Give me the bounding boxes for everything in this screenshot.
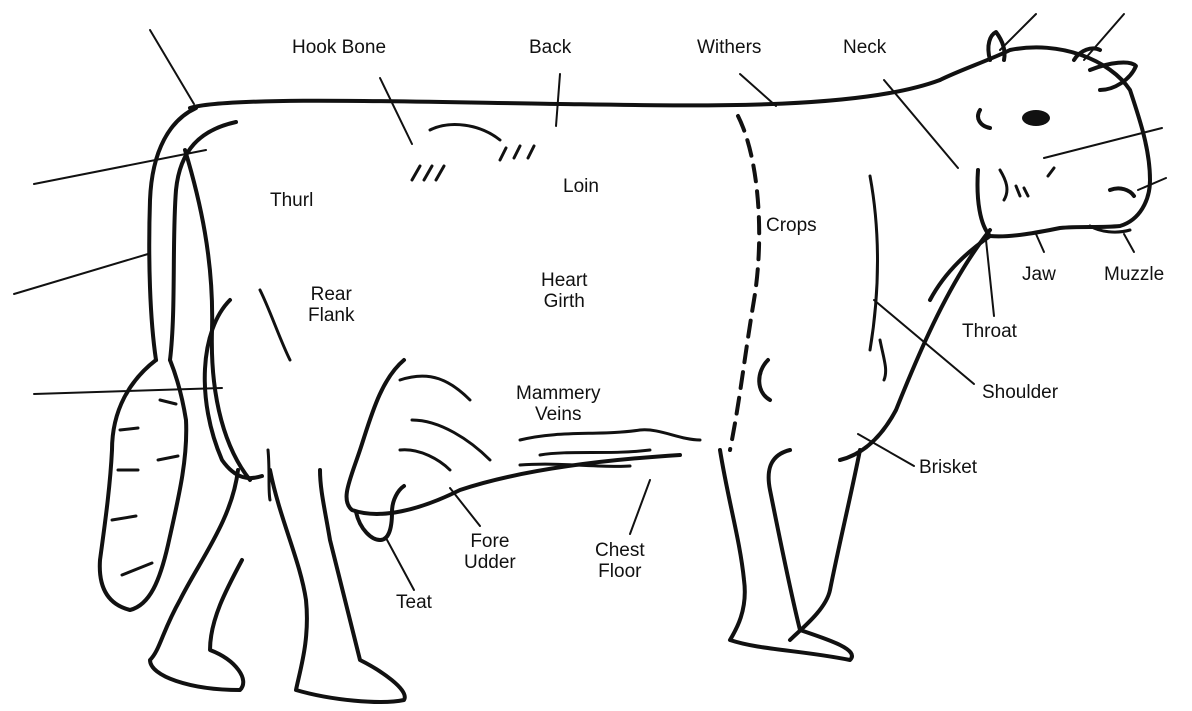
cow-nostril — [1110, 188, 1134, 196]
leader-teat — [386, 538, 414, 590]
leader-withers — [740, 74, 776, 106]
label-fore-udder: Fore Udder — [464, 531, 516, 573]
cow-cheek — [1000, 168, 1054, 200]
leader-brisket — [858, 434, 914, 466]
label-mammery-veins: Mammery Veins — [516, 383, 600, 425]
leader-neck — [884, 80, 958, 168]
cow-neck-front — [930, 236, 990, 300]
leader-horn-1 — [1000, 14, 1036, 50]
leader-tail-2 — [14, 254, 148, 294]
label-thurl: Thurl — [270, 190, 313, 211]
cow-back-outline — [190, 80, 940, 108]
leader-tail-top — [150, 30, 194, 104]
cow-udder-front — [400, 376, 490, 470]
cow-eye-left — [978, 110, 990, 128]
leader-throat — [986, 240, 994, 316]
label-back: Back — [529, 37, 571, 58]
leader-shoulder — [874, 300, 974, 384]
label-rear-flank: Rear Flank — [308, 284, 354, 326]
leader-horn-2 — [1084, 14, 1124, 60]
label-loin: Loin — [563, 176, 599, 197]
cow-chest — [840, 230, 990, 460]
label-neck: Neck — [843, 37, 886, 58]
leader-jaw — [1036, 234, 1044, 252]
leader-hook-bone — [380, 78, 412, 144]
cow-front-leg-near — [790, 450, 860, 640]
label-chest-floor: Chest Floor — [595, 540, 645, 582]
label-crops: Crops — [766, 215, 817, 236]
leader-chest-floor — [630, 480, 650, 534]
cow-near-hind-leg — [270, 470, 405, 702]
cow-elbow — [759, 360, 770, 400]
label-brisket: Brisket — [919, 457, 977, 478]
label-throat: Throat — [962, 321, 1017, 342]
leader-muzzle — [1124, 234, 1134, 252]
cow-eye — [1022, 110, 1050, 126]
label-shoulder: Shoulder — [982, 382, 1058, 403]
cow-tail-switch — [100, 360, 186, 610]
label-muzzle: Muzzle — [1104, 264, 1164, 285]
label-jaw: Jaw — [1022, 264, 1056, 285]
leader-fore-udder — [450, 488, 480, 526]
cow-flank-crease — [260, 290, 290, 500]
cow-crops-line — [730, 116, 759, 450]
label-heart-girth: Heart Girth — [541, 270, 587, 312]
cow-head — [940, 47, 1150, 236]
label-teat: Teat — [396, 592, 432, 613]
cow-tail-inner — [170, 122, 236, 360]
cow-hind-leg — [150, 470, 243, 690]
leader-lines — [14, 14, 1166, 590]
cow-shoulder-line — [870, 176, 886, 380]
label-withers: Withers — [697, 37, 761, 58]
cow-hook-bone — [412, 125, 534, 180]
leader-back — [556, 74, 560, 126]
cow-front-leg — [720, 450, 852, 660]
label-hook-bone: Hook Bone — [292, 37, 386, 58]
